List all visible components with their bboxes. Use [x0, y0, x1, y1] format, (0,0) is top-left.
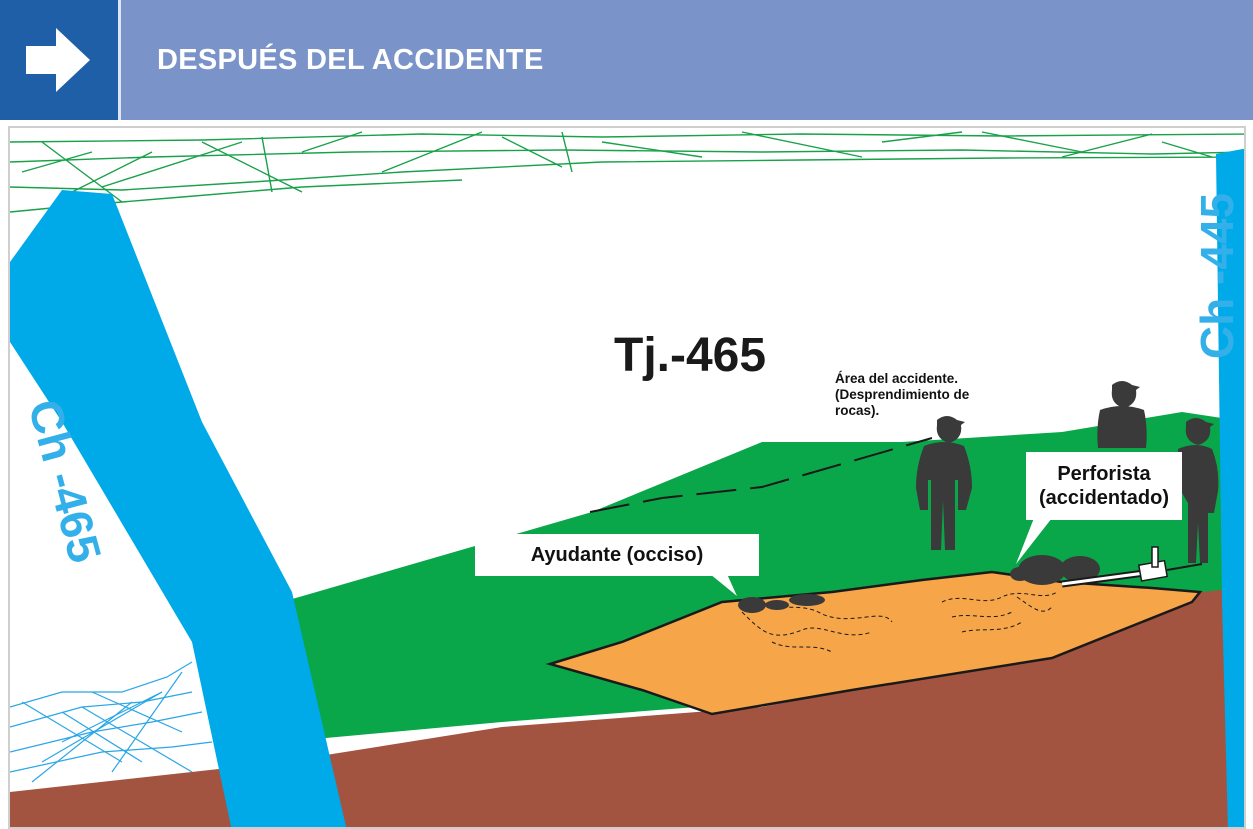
- blue-mesh: [10, 661, 213, 783]
- chimney-right: [1216, 148, 1244, 827]
- drill-machine: [1061, 546, 1203, 588]
- accident-area-line-1: Área del accidente.: [835, 371, 959, 386]
- callout-ayudante: Ayudante (occiso): [475, 534, 759, 576]
- arrow-box: [0, 0, 118, 120]
- callout-perforista-line-2: (accidentado): [1038, 487, 1170, 509]
- slope-line: [589, 437, 933, 513]
- callout-perforista: Perforista (accidentado): [1026, 452, 1182, 520]
- victim-perforista: [1010, 555, 1100, 585]
- callout-perforista-line-1: Perforista: [1057, 463, 1151, 485]
- accident-area-label: Área del accidente. (Desprendimiento de …: [835, 371, 1035, 419]
- callout-tail-ayudante: [710, 574, 737, 596]
- title-bar: DESPUÉS DEL ACCIDENTE: [118, 0, 1253, 120]
- worker-silhouette-1: [916, 416, 972, 550]
- chimney-left: [10, 190, 347, 827]
- callout-ayudante-text: Ayudante (occiso): [530, 543, 704, 566]
- victim-ayudante: [738, 594, 825, 613]
- tunnel-label: Tj.-465: [614, 329, 767, 382]
- diagram-canvas: [10, 131, 1244, 827]
- chimney-right-label: Ch -445: [1191, 192, 1244, 360]
- page-title: DESPUÉS DEL ACCIDENTE: [157, 43, 544, 76]
- arrow-right-icon: [26, 28, 90, 92]
- accident-area-line-3: rocas).: [835, 403, 880, 418]
- header: DESPUÉS DEL ACCIDENTE: [0, 0, 1253, 120]
- worker-silhouette-2: [1097, 381, 1147, 448]
- accident-area-line-2: (Desprendimiento de: [835, 387, 970, 402]
- rock-cracks: [741, 591, 1058, 653]
- green-wall: [282, 412, 1244, 742]
- green-mesh: [10, 131, 1244, 213]
- accident-diagram: Ch -465 Ch -445 Tj.-465 Área del acciden…: [8, 126, 1246, 829]
- callout-tail-perforista: [1016, 518, 1052, 564]
- worker-silhouette-3: [1178, 418, 1219, 563]
